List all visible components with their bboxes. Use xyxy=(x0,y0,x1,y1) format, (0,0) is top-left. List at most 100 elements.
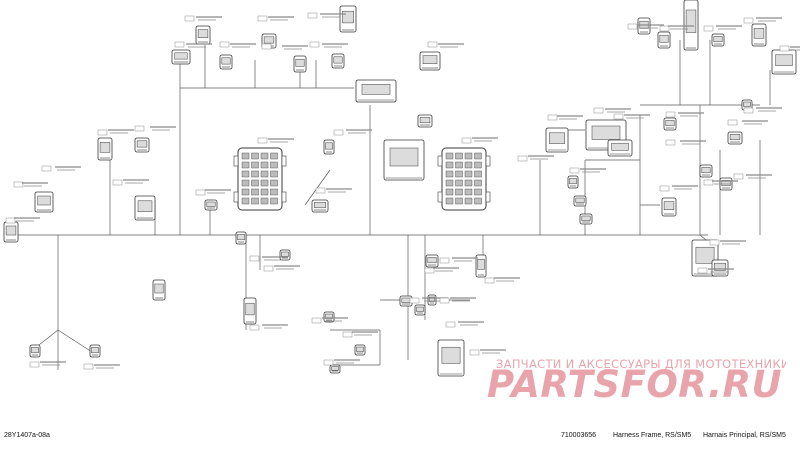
callout-27 xyxy=(445,321,484,328)
callout-35 xyxy=(613,113,650,120)
connector-18 xyxy=(29,344,41,358)
connector-46 xyxy=(637,17,651,35)
callout-36 xyxy=(517,155,554,162)
connector-12 xyxy=(134,137,150,153)
callout-14 xyxy=(112,179,149,186)
connector-25 xyxy=(383,139,425,181)
callout-19 xyxy=(461,137,498,144)
callout-8 xyxy=(427,41,464,48)
connector-33 xyxy=(323,311,335,323)
connector-10 xyxy=(417,114,433,128)
wire-4 xyxy=(57,329,93,353)
callout-52 xyxy=(29,361,66,368)
connector-51 xyxy=(771,49,797,75)
callout-32 xyxy=(469,349,506,356)
connector-7 xyxy=(331,53,345,69)
callout-13 xyxy=(5,217,40,224)
callout-7 xyxy=(309,41,348,48)
callout-9 xyxy=(97,129,134,136)
connector-8 xyxy=(419,51,441,71)
callout-16 xyxy=(333,129,372,136)
callout-39 xyxy=(727,119,768,126)
callout-18 xyxy=(257,137,294,144)
callout-41 xyxy=(703,179,738,186)
part-number: 710003656 xyxy=(561,432,597,439)
callout-33 xyxy=(547,114,583,121)
callout-49 xyxy=(743,17,782,24)
connector-9 xyxy=(355,79,397,103)
callout-12 xyxy=(41,165,81,172)
callout-47 xyxy=(659,25,694,32)
callout-37 xyxy=(569,167,606,174)
callout-11 xyxy=(13,181,48,188)
callout-46 xyxy=(627,23,664,30)
connector-31 xyxy=(354,344,366,356)
callout-24 xyxy=(484,277,520,284)
connector-42 xyxy=(699,164,713,178)
connector-37 xyxy=(607,139,633,157)
connector-41 xyxy=(661,197,677,217)
fuse-box-right xyxy=(437,147,491,211)
title-english: Harness Frame, RS/SM5 xyxy=(613,432,692,439)
connector-32 xyxy=(329,364,341,374)
connector-3 xyxy=(219,54,233,70)
callout-30 xyxy=(342,331,378,338)
callout-21 xyxy=(263,265,300,272)
connector-27 xyxy=(399,295,413,307)
connector-11 xyxy=(97,137,113,161)
callout-50 xyxy=(779,45,800,52)
callout-34 xyxy=(593,107,631,114)
connector-52 xyxy=(663,117,677,131)
wire-17 xyxy=(304,169,331,206)
callout-31 xyxy=(323,359,360,366)
callout-43 xyxy=(659,185,698,192)
connector-48 xyxy=(683,0,699,51)
connector-14 xyxy=(3,221,19,243)
callout-20 xyxy=(249,255,288,262)
connector-13 xyxy=(34,191,54,213)
watermark-tagline: ЗАПЧАСТИ И АКСЕССУАРЫ ДЛЯ МОТОТЕХНИКИ xyxy=(496,357,786,371)
connector-1 xyxy=(171,49,191,65)
connector-39 xyxy=(573,195,587,207)
connector-44 xyxy=(691,239,719,277)
callout-2 xyxy=(257,15,294,22)
connector-26 xyxy=(425,254,439,268)
callout-5 xyxy=(219,41,256,48)
connector-30 xyxy=(437,339,465,377)
connector-38 xyxy=(567,175,579,189)
figure-code: 28Y1407a-08a xyxy=(4,432,50,439)
callout-51 xyxy=(743,107,782,114)
callout-44 xyxy=(709,239,746,246)
callout-38 xyxy=(665,111,704,118)
connector-47 xyxy=(657,31,671,49)
connector-40 xyxy=(579,213,593,225)
callout-40 xyxy=(665,139,706,146)
callout-26 xyxy=(439,297,476,304)
callout-6 xyxy=(261,43,308,50)
connector-19 xyxy=(89,344,101,358)
callout-53 xyxy=(83,363,120,370)
connectors xyxy=(3,0,797,377)
callout-4 xyxy=(174,41,212,48)
callout-10 xyxy=(134,125,176,132)
connector-53 xyxy=(727,131,743,145)
connector-21 xyxy=(311,199,329,213)
title-french: Harnais Principal, RS/SM5 xyxy=(703,432,786,439)
callout-45 xyxy=(697,267,734,274)
connector-16 xyxy=(204,199,218,211)
fuse-box-left xyxy=(233,147,287,211)
connector-50 xyxy=(751,23,767,47)
connector-15 xyxy=(134,195,156,221)
callout-29 xyxy=(311,317,348,324)
connector-35 xyxy=(545,127,569,153)
connector-17 xyxy=(152,279,166,301)
callout-48 xyxy=(703,25,742,32)
connector-2 xyxy=(195,25,211,45)
callout-28 xyxy=(249,324,288,331)
callout-1 xyxy=(184,15,222,22)
connector-29 xyxy=(414,304,426,316)
callout-17 xyxy=(315,187,352,194)
callout-22 xyxy=(424,267,459,274)
